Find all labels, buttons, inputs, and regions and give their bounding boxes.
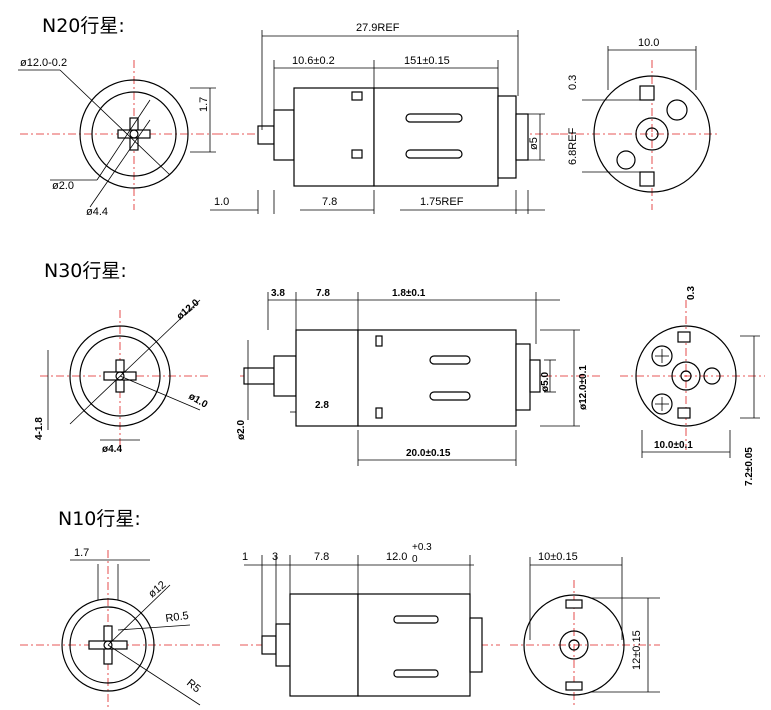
- n10-title: N10行星:: [58, 508, 141, 530]
- n20-end-tab: 0.3: [567, 75, 579, 90]
- n30-side-s3: 1.8±0.1: [392, 288, 426, 299]
- n30-title: N30行星:: [44, 260, 127, 282]
- n20-front-d-outer: ø12.0-0.2: [20, 57, 67, 69]
- n10-front-flat: 1.7: [74, 547, 89, 559]
- n10-side-tol-minus: 0: [412, 554, 418, 565]
- n30-side-shaft: ø2.0: [236, 420, 247, 440]
- n20-side-shaft: 7.8: [322, 196, 337, 208]
- n10-end-view: 10±0.15 12±0.15: [510, 551, 660, 708]
- n20-side-gear: 10.6±0.2: [292, 55, 335, 67]
- n30-side-boss: ø5.0: [540, 372, 551, 392]
- n20-side-view: 27.9REF 10.6±0.2 151±0.15 1.0 7.8 1.75RE…: [210, 22, 560, 214]
- n30-side-motor: 20.0±0.15: [406, 448, 451, 459]
- n30-side-s1: 3.8: [271, 288, 285, 299]
- n10-front-view: 1.7 ø12 R0.5 R5: [20, 547, 220, 708]
- n20-front-view: ø12.0-0.2 ø2.0 ø4.4 1.7: [18, 57, 216, 218]
- n20-front-d-pcd: ø4.4: [86, 206, 108, 218]
- n30-front-d-pcd: ø4.4: [102, 444, 122, 455]
- n10-side-s1: 1: [242, 551, 248, 563]
- n30-side-body: ø12.0±0.1: [578, 365, 589, 410]
- n30-front-flat: 4-1.8: [34, 417, 45, 440]
- n10-side-s2: 3: [272, 551, 278, 563]
- n20-side-motor: 151±0.15: [404, 55, 450, 67]
- n30-end-tab: 0.3: [686, 286, 697, 300]
- n30-front-view: ø12.0 ø1.0 ø4.4 4-1.8: [34, 297, 210, 455]
- n20-end-height: 6.8REF: [567, 127, 579, 165]
- n20-front-d-shaft: ø2.0: [52, 180, 74, 192]
- n20-front-flat: 1.7: [198, 97, 210, 112]
- n10-side-s3: 7.8: [314, 551, 329, 563]
- n10-side-motor: 12.0: [386, 551, 407, 563]
- n30-end-view: 10.0±0.1 0.3 7.2±0.05: [620, 286, 765, 486]
- n30-end-width: 10.0±0.1: [654, 440, 693, 451]
- n30-side-view: 3.8 7.8 1.8±0.1 ø2.0 2.8 20.0±0.15 ø5.0 …: [236, 288, 600, 466]
- n30-side-s2: 7.8: [316, 288, 330, 299]
- n10-front-r-large: R5: [184, 677, 202, 695]
- n20-title: N20行星:: [42, 15, 125, 37]
- n20-end-view: 10.0 0.3 6.8REF: [560, 37, 720, 210]
- n10-end-height: 12±0.15: [631, 630, 643, 670]
- n10-end-width: 10±0.15: [538, 551, 578, 563]
- n20-end-width: 10.0: [638, 37, 659, 49]
- n20-side-total: 27.9REF: [356, 22, 400, 34]
- n20-side-boss: ø5: [528, 137, 540, 150]
- n30-end-height: 7.2±0.05: [744, 447, 755, 486]
- n30-front-d-outer: ø12.0: [175, 297, 202, 322]
- n20-side-terminal: 1.75REF: [420, 196, 464, 208]
- n10-front-d-outer: ø12: [146, 579, 168, 600]
- n20-side-shaft-ext: 1.0: [214, 196, 229, 208]
- n30-front-d-hole: ø1.0: [187, 391, 210, 411]
- n10-side-tol-plus: +0.3: [412, 542, 432, 553]
- n10-front-r-small: R0.5: [165, 610, 190, 625]
- n10-side-view: 1 3 7.8 12.0 +0.3 0: [240, 542, 500, 697]
- n30-side-s4: 2.8: [315, 400, 329, 411]
